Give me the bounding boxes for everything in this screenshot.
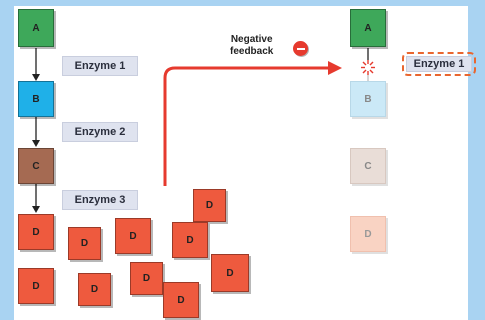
inhibited-molecule-a: A [350,9,386,47]
inhibition-burst-icon [361,60,375,75]
molecule-b: B [18,81,54,117]
arrowhead-a-to-b [32,74,40,81]
enzyme-2-label: Enzyme 2 [62,122,138,142]
product-d-box: D [68,227,101,260]
product-d-label: D [177,294,185,306]
feedback-line-2: feedback [230,46,274,57]
frame-right-border [468,0,485,320]
product-d-box: D [78,273,111,306]
inhibited-molecule-c-label: C [364,160,372,172]
product-d-label: D [32,226,40,238]
negative-feedback-arrow [163,66,330,186]
product-d-label: D [32,280,40,292]
product-d-label: D [186,234,194,246]
inhibited-product-d-label: D [364,228,372,240]
molecule-a-label: A [32,22,40,34]
enzyme-3-text: Enzyme 3 [74,194,126,206]
inhibited-enzyme-1-label: Enzyme 1 [406,56,472,72]
inhibited-molecule-b: B [350,81,386,117]
frame-top-border [0,0,485,6]
arrowhead-c-to-d [32,206,40,213]
product-d-box: D [163,282,199,318]
product-d-label: D [129,230,137,242]
inhibited-molecule-b-label: B [364,93,372,105]
product-d-box: D [18,214,54,250]
negative-feedback-label: Negative feedback [230,34,273,58]
product-d-label: D [226,267,234,279]
product-d-box: D [115,218,151,254]
enzyme-3-label: Enzyme 3 [62,190,138,210]
inhibited-product-d: D [350,216,386,252]
inhibited-enzyme-1-text: Enzyme 1 [413,58,465,70]
product-d-label: D [205,200,214,211]
enzyme-2-text: Enzyme 2 [74,126,126,138]
product-d-box: D [211,254,249,292]
negative-feedback-arrowhead [328,61,342,75]
product-d-box: D [193,189,226,222]
feedback-line-1: Negative [230,34,273,45]
inhibited-molecule-a-label: A [364,22,372,34]
molecule-a: A [18,9,54,47]
molecule-c-label: C [32,160,40,172]
product-d-label: D [142,273,151,284]
enzyme-1-inhibited-highlight [402,52,476,76]
arrowhead-b-to-c [32,140,40,147]
enzyme-1-label: Enzyme 1 [62,56,138,76]
inhibited-molecule-c: C [350,148,386,184]
frame-left-border [0,0,14,320]
molecule-b-label: B [32,93,40,105]
product-d-box: D [172,222,208,258]
molecule-c: C [18,148,54,184]
product-d-label: D [90,284,99,295]
product-d-box: D [130,262,163,295]
product-d-box: D [18,268,54,304]
minus-circle-icon [293,41,308,56]
product-d-label: D [80,238,89,249]
enzyme-1-text: Enzyme 1 [74,60,126,72]
